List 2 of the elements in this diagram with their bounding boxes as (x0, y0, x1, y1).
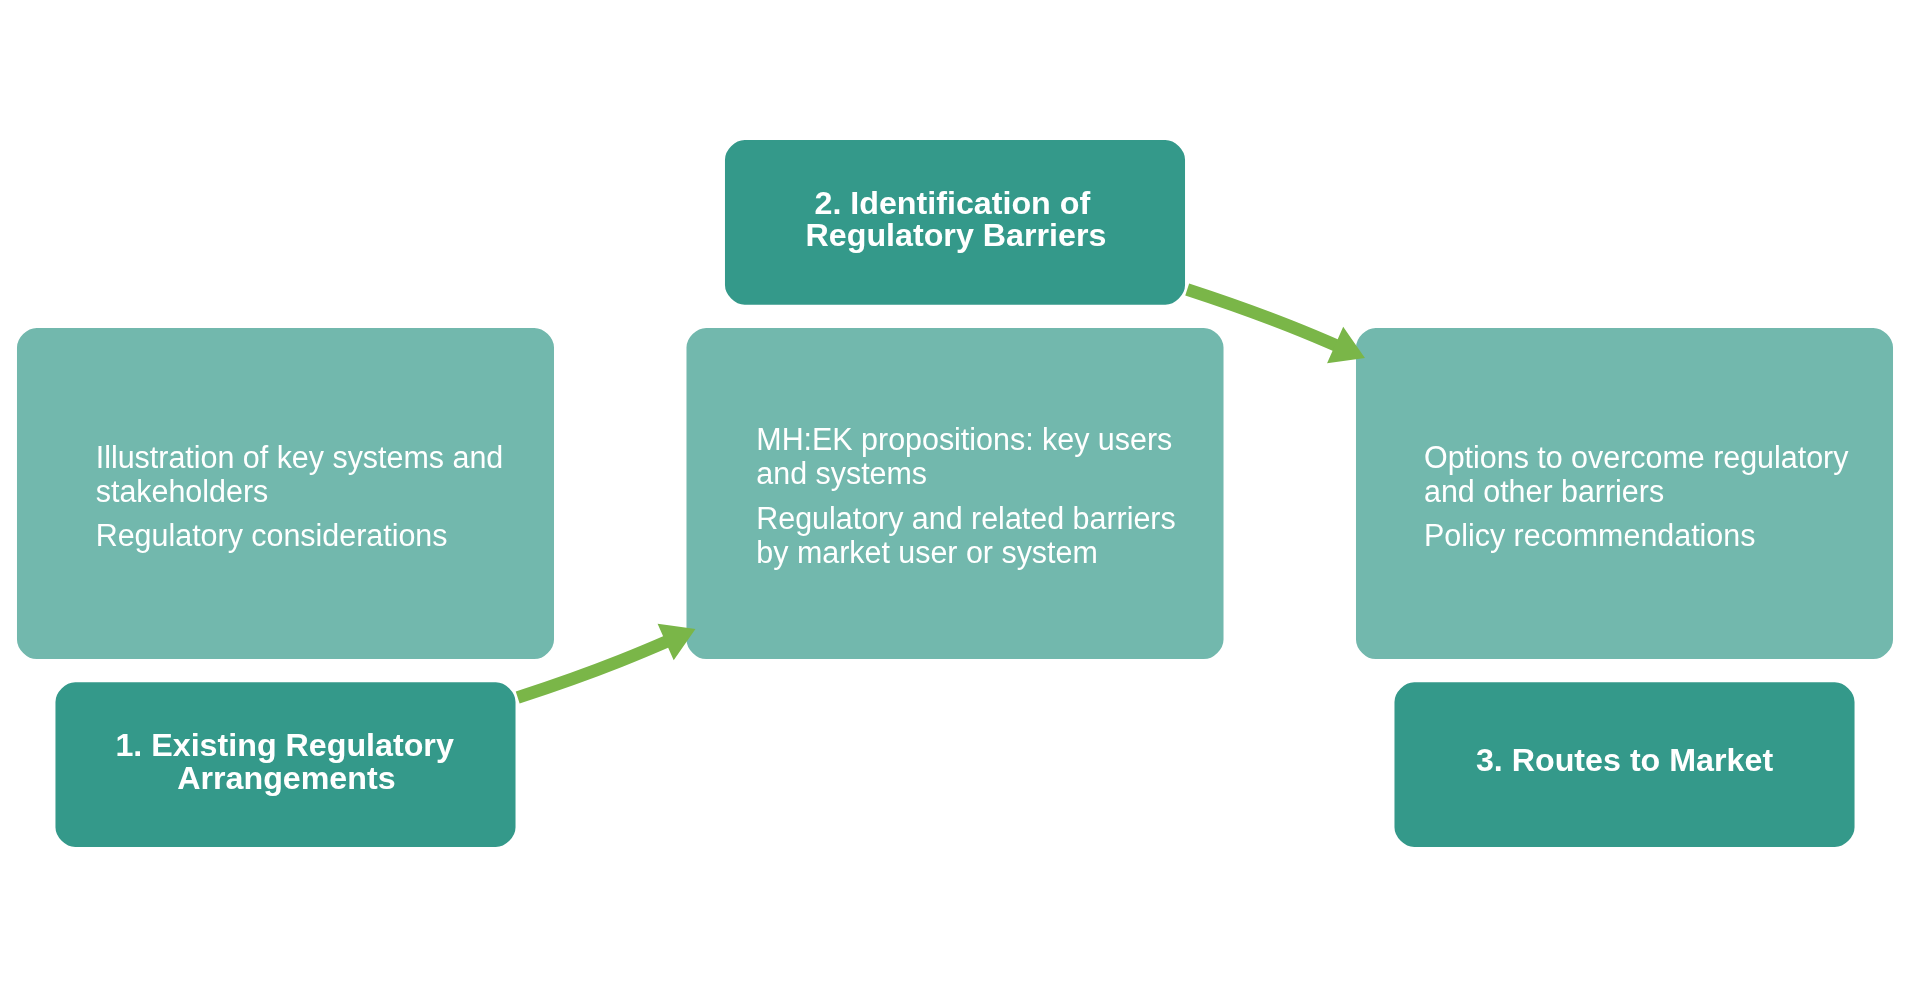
arrow (515, 623, 696, 704)
arrow (1185, 283, 1365, 364)
